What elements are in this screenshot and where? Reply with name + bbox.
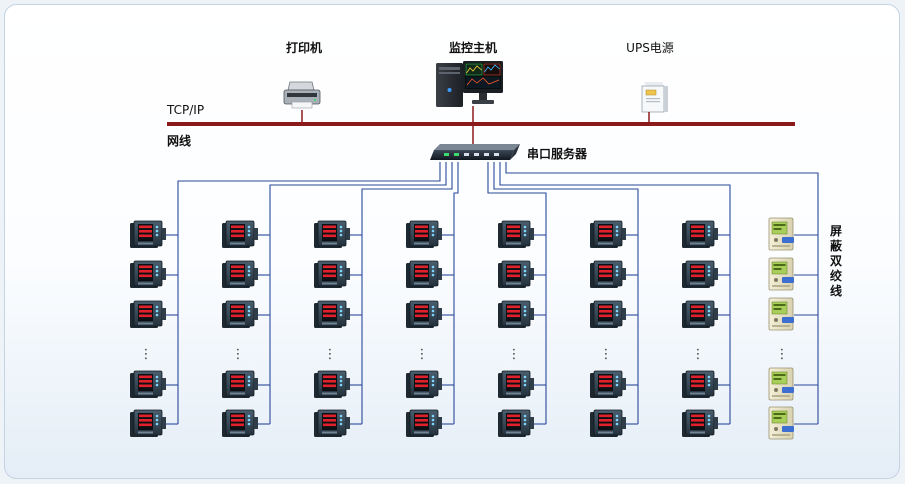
bus-branch — [493, 162, 639, 424]
power-meter-icon — [405, 220, 443, 249]
meter-column: ⋮ — [313, 220, 351, 438]
power-meter-icon — [589, 370, 627, 399]
power-meter-icon — [497, 300, 535, 329]
printer-icon — [283, 81, 321, 109]
power-meter-icon — [497, 260, 535, 289]
power-meter-icon — [589, 220, 627, 249]
bus-branch — [269, 162, 447, 424]
ups-label: UPS电源 — [626, 41, 674, 55]
server-label: 串口服务器 — [527, 146, 588, 161]
power-meter-icon — [313, 370, 351, 399]
ethernet-network — [167, 106, 795, 146]
power-meter-icon — [589, 260, 627, 289]
cable-label: 屏蔽双绞线 — [829, 224, 843, 298]
power-meter-icon — [221, 300, 259, 329]
power-meter-icon — [681, 409, 719, 438]
power-meter-icon — [129, 260, 167, 289]
bus-branch — [177, 162, 441, 424]
power-meter-icon — [129, 300, 167, 329]
serial-server-icon — [430, 144, 520, 160]
motor-protector-icon — [768, 257, 795, 291]
meter-column: ⋮ — [129, 220, 167, 438]
more-devices-ellipsis: ⋮ — [692, 347, 705, 362]
protocol-label: TCP/IP — [166, 103, 204, 117]
power-meter-icon — [681, 260, 719, 289]
power-meter-icon — [221, 409, 259, 438]
printer: 打印机 — [283, 40, 322, 109]
power-meter-icon — [129, 409, 167, 438]
bus-branch — [487, 162, 547, 424]
meter-column: ⋮ — [681, 220, 719, 438]
more-devices-ellipsis: ⋮ — [324, 347, 337, 362]
meter-column: ⋮ — [405, 220, 443, 438]
power-meter-icon — [589, 409, 627, 438]
power-meter-icon — [313, 300, 351, 329]
power-meter-icon — [497, 370, 535, 399]
power-meter-icon — [129, 370, 167, 399]
serial-server: 串口服务器 — [430, 144, 588, 161]
power-meter-icon — [405, 260, 443, 289]
printer-label: 打印机 — [286, 40, 322, 55]
more-devices-ellipsis: ⋮ — [140, 347, 153, 362]
power-meter-icon — [221, 260, 259, 289]
power-meter-icon — [497, 220, 535, 249]
more-devices-ellipsis: ⋮ — [600, 347, 613, 362]
more-devices-ellipsis: ⋮ — [232, 347, 245, 362]
power-meter-icon — [313, 409, 351, 438]
meter-column: ⋮ — [497, 220, 535, 438]
bus-branch — [453, 162, 459, 424]
power-meter-icon — [129, 220, 167, 249]
shielded-twisted-pair-bus — [164, 162, 819, 425]
computer-icon — [436, 61, 503, 107]
more-devices-ellipsis: ⋮ — [508, 347, 521, 362]
motor-protector-icon — [768, 367, 795, 401]
bus-branch — [361, 162, 453, 424]
power-meter-icon — [221, 220, 259, 249]
power-meter-icon — [405, 409, 443, 438]
power-meter-icon — [405, 370, 443, 399]
power-meter-icon — [405, 300, 443, 329]
motor-protector-icon — [768, 217, 795, 251]
power-meter-icon — [497, 409, 535, 438]
meter-column: ⋮ — [221, 220, 259, 438]
ups-power: UPS电源 — [626, 41, 674, 113]
power-meter-icon — [589, 300, 627, 329]
power-meter-icon — [313, 220, 351, 249]
bus-branch — [499, 162, 731, 424]
more-devices-ellipsis: ⋮ — [776, 347, 789, 362]
network-label: 网线 — [167, 133, 191, 148]
motor-protector-icon — [768, 406, 795, 440]
meter-column: ⋮ — [589, 220, 627, 438]
motor-protector-icon — [768, 297, 795, 331]
power-meter-icon — [681, 220, 719, 249]
more-devices-ellipsis: ⋮ — [416, 347, 429, 362]
host-label: 监控主机 — [449, 40, 497, 55]
power-meter-icon — [313, 260, 351, 289]
ups-icon — [641, 82, 668, 113]
bus-branch — [505, 162, 819, 424]
power-meter-icon — [681, 370, 719, 399]
field-devices: ⋮ ⋮ ⋮ ⋮ ⋮ ⋮ ⋮ ⋮ — [129, 217, 795, 440]
power-meter-icon — [681, 300, 719, 329]
motor-protector-column: ⋮ — [768, 217, 795, 440]
monitoring-host: 监控主机 — [436, 40, 503, 107]
power-meter-icon — [221, 370, 259, 399]
